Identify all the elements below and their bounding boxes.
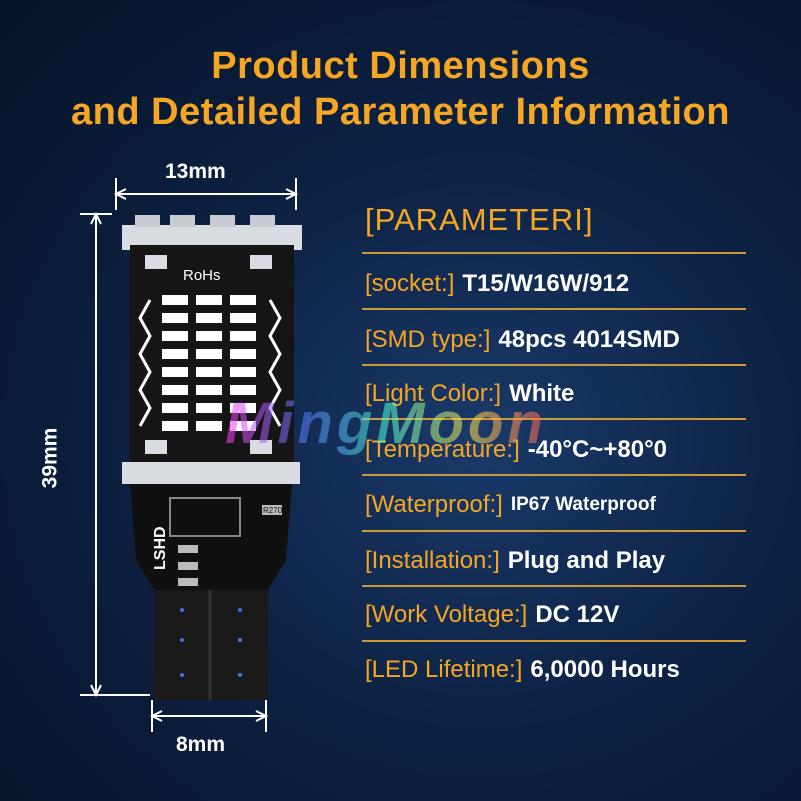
param-row-light-color: [Light Color:] White xyxy=(365,374,745,414)
param-row-work-voltage: [Work Voltage:] DC 12V xyxy=(365,595,745,635)
param-key: [SMD type:] xyxy=(365,326,491,353)
param-key: [socket:] xyxy=(365,270,455,297)
param-row-smd-type: [SMD type:] 48pcs 4014SMD xyxy=(365,320,745,360)
param-key: [Work Voltage:] xyxy=(365,601,528,628)
param-row-temperature: [Temperature:] -40°C~+80°0 xyxy=(365,430,745,470)
parameter-header: [PARAMETERI] xyxy=(365,202,594,237)
param-key: [Installation:] xyxy=(365,547,500,574)
row-rule xyxy=(362,418,746,420)
brand-label: LSHD xyxy=(152,526,169,570)
height-label: 39mm xyxy=(38,427,62,489)
rohs-label: RoHs xyxy=(183,267,221,284)
param-value: DC 12V xyxy=(535,601,620,628)
row-rule xyxy=(362,308,746,310)
param-key: [Waterproof:] xyxy=(365,491,503,518)
top-dimension-line xyxy=(113,178,299,210)
param-key: [Light Color:] xyxy=(365,380,501,408)
watermark: MingMoon xyxy=(225,391,547,456)
top-width-label: 13mm xyxy=(165,160,226,183)
row-rule xyxy=(362,474,746,476)
resistor-label: R270 xyxy=(263,506,283,515)
param-value: 48pcs 4014SMD xyxy=(498,326,680,353)
title-line-2: and Detailed Parameter Information xyxy=(71,91,730,133)
row-rule xyxy=(362,640,746,642)
param-row-waterproof: [Waterproof:] IP67 Waterproof xyxy=(365,485,745,525)
zigzag-traces xyxy=(138,299,282,427)
row-rule xyxy=(362,364,746,366)
param-value: -40°C~+80°0 xyxy=(527,436,668,463)
param-value: T15/W16W/912 xyxy=(462,270,630,297)
led-grid xyxy=(162,295,256,431)
param-row-installation: [Installation:] Plug and Play xyxy=(365,541,745,581)
param-value: Plug and Play xyxy=(507,547,666,574)
row-rule xyxy=(362,585,746,587)
title-line-1: Product Dimensions xyxy=(211,45,590,87)
param-row-socket: [socket:] T15/W16W/912 xyxy=(365,264,745,304)
param-row-led-lifetime: [LED Lifetime:] 6,0000 Hours xyxy=(365,650,745,690)
corner-pads xyxy=(145,255,272,454)
header-rule xyxy=(362,252,746,254)
param-value: 6,0000 Hours xyxy=(530,656,680,683)
param-value: IP67 Waterproof xyxy=(510,494,656,515)
bulb-body xyxy=(122,215,302,700)
height-dimension-line xyxy=(80,211,150,698)
param-key: [LED Lifetime:] xyxy=(365,656,523,683)
row-rule xyxy=(362,530,746,532)
param-value: White xyxy=(509,380,574,408)
bottom-dimension-line xyxy=(149,700,269,732)
bottom-width-label: 8mm xyxy=(176,733,226,756)
param-key: [Temperature:] xyxy=(365,436,520,464)
